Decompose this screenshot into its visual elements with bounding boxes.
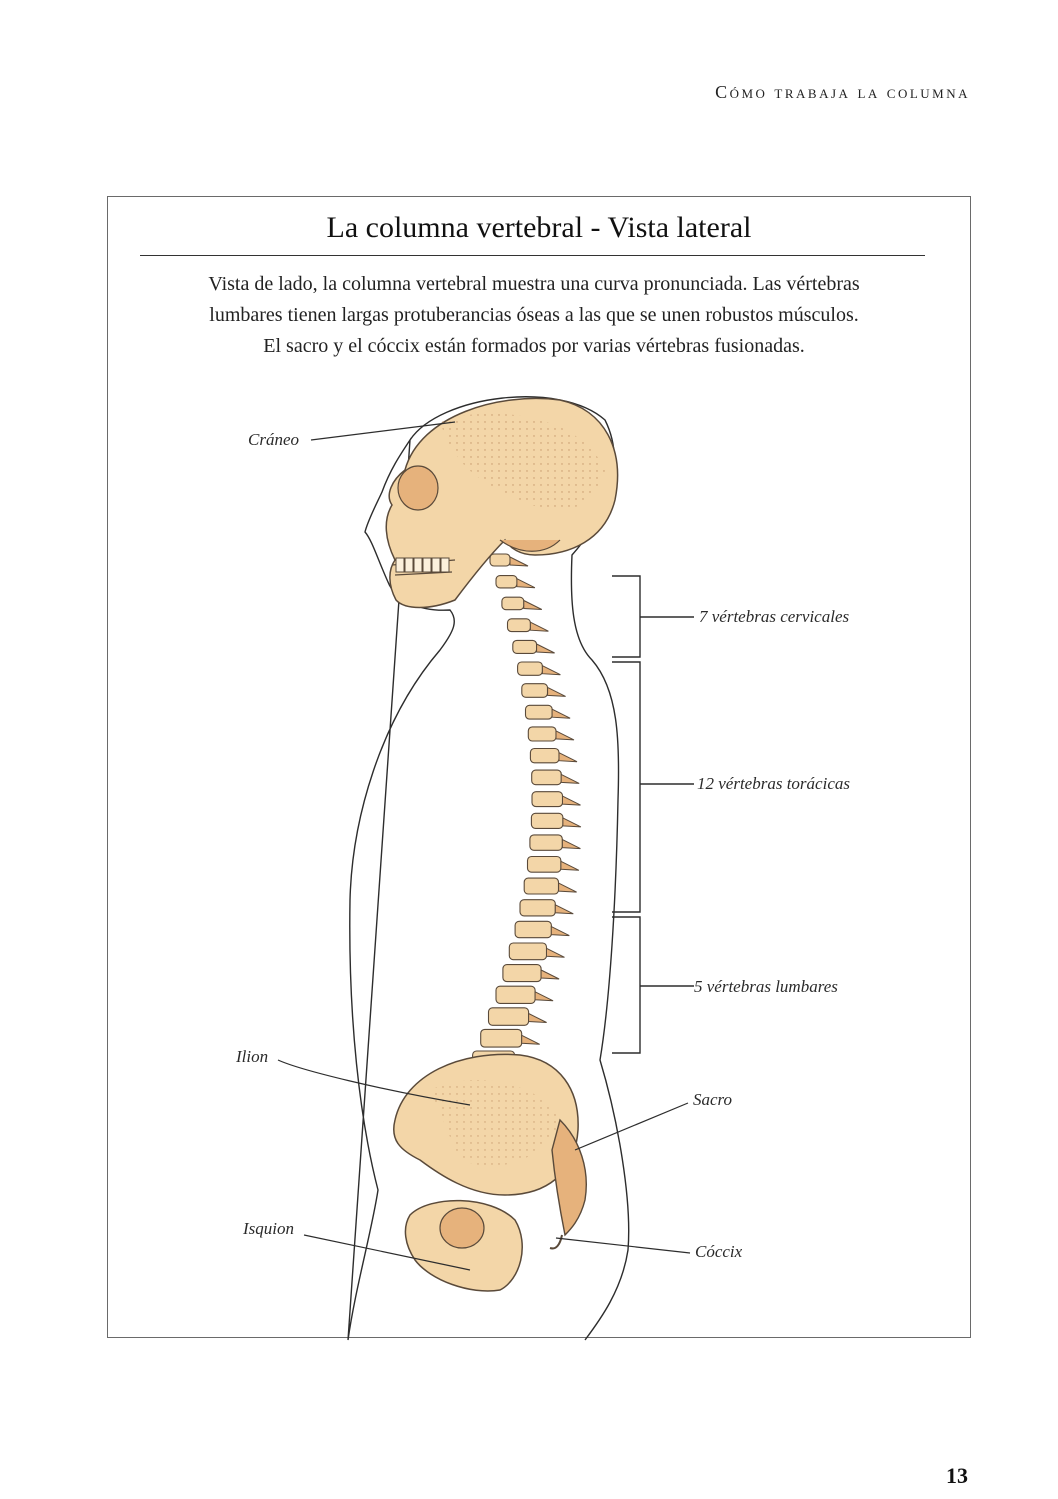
spinous-process <box>562 817 582 828</box>
caption-line: lumbares tienen largas protuberancias ós… <box>209 304 859 326</box>
vertebra <box>526 855 562 873</box>
spinous-process <box>554 903 574 915</box>
spinous-process <box>551 708 571 719</box>
body-outline <box>347 396 630 1341</box>
vertebra <box>495 575 518 589</box>
spinous-process <box>560 773 580 784</box>
vertebra <box>519 899 556 917</box>
spinous-process <box>521 1034 540 1045</box>
coccyx-shape <box>549 1234 563 1250</box>
spinous-process <box>529 621 549 632</box>
figure-title: La columna vertebral - Vista lateral <box>326 211 752 244</box>
vertebra <box>531 769 562 786</box>
page-number: 13 <box>946 1463 968 1488</box>
vertebra <box>523 877 560 895</box>
spinous-process <box>534 990 554 1002</box>
label-coccyx: Cóccix <box>695 1242 743 1261</box>
vertebra <box>527 726 557 742</box>
vertebra <box>514 920 552 939</box>
spinous-process <box>528 1012 547 1023</box>
leader-lines <box>277 421 691 1271</box>
spinous-process <box>509 556 529 567</box>
spinous-process <box>558 751 578 763</box>
label-cervical: 7 vértebras cervicales <box>699 607 850 626</box>
label-ischium: Isquion <box>243 1219 294 1238</box>
label-ilium: Ilion <box>236 1047 269 1066</box>
vertebra <box>495 985 536 1004</box>
running-header: Cómo trabaja la columna <box>715 82 970 102</box>
eye-socket <box>397 465 439 511</box>
vertebra <box>502 964 542 983</box>
teeth <box>395 557 450 573</box>
spinous-process <box>558 882 577 893</box>
caption-line: Vista de lado, la columna vertebral mues… <box>208 273 860 295</box>
region-brackets <box>612 575 694 1054</box>
spinous-process <box>536 643 555 654</box>
vertebra <box>517 661 543 676</box>
label-lumbar: 5 vértebras lumbares <box>694 977 838 996</box>
spinous-process <box>555 730 575 741</box>
spinous-process <box>561 838 581 850</box>
vertebra <box>529 834 563 851</box>
sacrum-shape <box>551 1118 587 1237</box>
spinous-process <box>547 686 566 697</box>
vertebra <box>480 1028 523 1048</box>
vertebral-column <box>472 553 582 1070</box>
spinous-process <box>540 969 560 980</box>
spinous-process <box>523 599 543 610</box>
label-sacrum: Sacro <box>693 1090 733 1109</box>
figure-panel: La columna vertebral - Vista lateral Vis… <box>107 196 971 1338</box>
spinous-process <box>562 795 581 806</box>
spinous-process <box>546 947 565 958</box>
vertebra <box>508 942 548 961</box>
vertebra <box>530 812 564 829</box>
vertebra <box>506 618 531 633</box>
label-skull: Cráneo <box>248 430 299 449</box>
spinous-process <box>541 664 561 676</box>
label-thoracic: 12 vértebras torácicas <box>697 774 850 793</box>
vertebra <box>529 747 560 764</box>
spinous-process <box>550 925 570 937</box>
figure-caption: Vista de lado, la columna vertebral mues… <box>138 269 930 362</box>
vertebra <box>512 639 538 654</box>
vertebra <box>487 1007 530 1026</box>
vertebra <box>489 553 511 567</box>
caption-line: El sacro y el cóccix están formados por … <box>263 335 805 357</box>
vertebra <box>524 704 553 720</box>
vertebra <box>501 596 525 611</box>
spinous-process <box>516 577 536 589</box>
spinous-process <box>560 860 580 871</box>
vertebra <box>521 683 549 698</box>
vertebra <box>531 791 564 808</box>
title-divider <box>140 255 925 256</box>
